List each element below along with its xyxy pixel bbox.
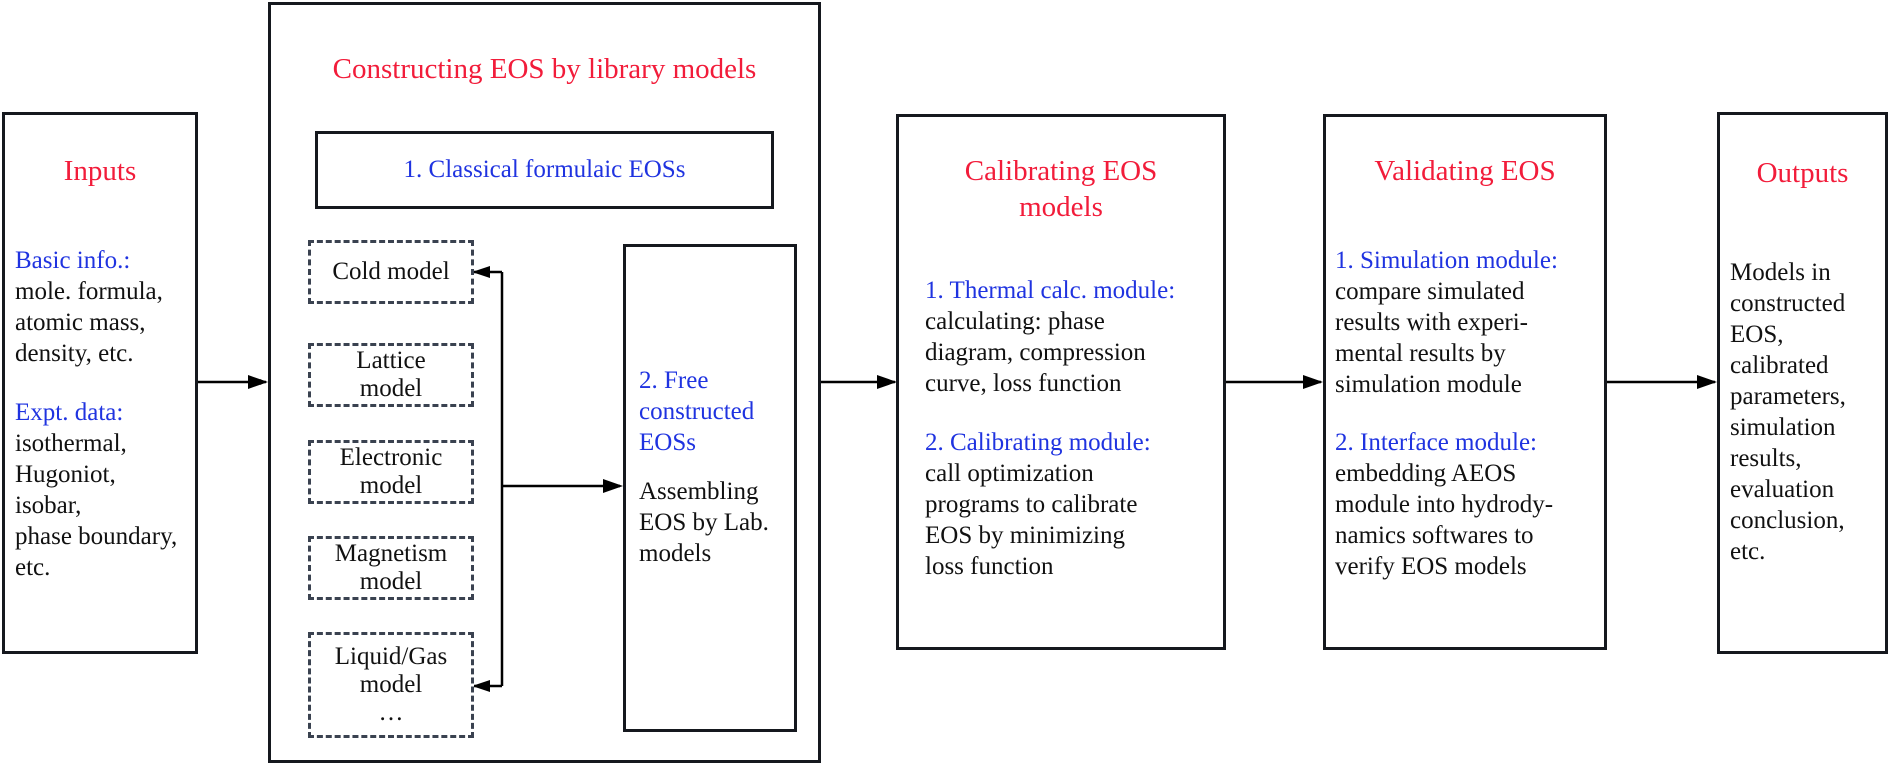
- model-label: model: [359, 671, 423, 698]
- thermal-module-heading: 1. Thermal calc. module:: [925, 277, 1176, 304]
- classical-eos-box: 1. Classical formulaic EOSs: [315, 131, 774, 209]
- outputs-box: Outputs Models in constructed EOS, calib…: [1717, 112, 1888, 654]
- inputs-title: Inputs: [63, 155, 137, 187]
- arrowhead-icon: [877, 375, 897, 389]
- arrowhead-icon: [472, 266, 490, 278]
- model-label: …: [378, 699, 404, 726]
- model-label: Magnetism: [334, 540, 448, 567]
- model-label: model: [359, 472, 423, 499]
- model-box-electronic: Electronic model: [308, 440, 474, 504]
- construct-box: Constructing EOS by library models: [268, 2, 821, 763]
- construct-title: Constructing EOS by library models: [332, 53, 757, 85]
- calibrate-box: Calibrating EOS models 1. Thermal calc. …: [896, 114, 1226, 650]
- validate-box: Validating EOS 1. Simulation module: com…: [1323, 114, 1607, 650]
- model-label: model: [359, 375, 423, 402]
- arrowhead-icon: [248, 375, 268, 389]
- inputs-box: Inputs Basic info.: mole. formula, atomi…: [2, 112, 198, 654]
- basic-info-heading: Basic info.:: [15, 247, 131, 274]
- classical-eos-label: 1. Classical formulaic EOSs: [403, 156, 686, 183]
- model-label: Cold model: [332, 258, 450, 285]
- expt-data-heading: Expt. data:: [15, 399, 124, 426]
- model-box-liquid-gas: Liquid/Gas model …: [308, 632, 474, 738]
- arrowhead-icon: [1697, 375, 1717, 389]
- validate-title: Validating EOS: [1374, 155, 1556, 187]
- calibrate-title: Calibrating EOS models: [964, 155, 1158, 223]
- outputs-body: Models in constructed EOS, calibrated pa…: [1730, 259, 1846, 565]
- model-box-magnetism: Magnetism model: [308, 536, 474, 600]
- free-eos-box: 2. Free constructed EOSs Assembling EOS …: [623, 244, 797, 732]
- simulation-module-body: compare simulated results with experi- m…: [1335, 278, 1529, 398]
- model-label: model: [359, 568, 423, 595]
- model-label: Liquid/Gas: [334, 643, 448, 670]
- free-eos-heading: 2. Free constructed EOSs: [639, 367, 755, 456]
- model-label: Electronic: [339, 444, 443, 471]
- calibrating-module-body: call optimization programs to calibrate …: [925, 460, 1138, 580]
- outputs-title: Outputs: [1756, 157, 1849, 189]
- arrowhead-icon: [603, 479, 623, 493]
- calibrating-module-heading: 2. Calibrating module:: [925, 429, 1151, 456]
- interface-module-heading: 2. Interface module:: [1335, 429, 1537, 456]
- basic-info-body: mole. formula, atomic mass, density, etc…: [15, 278, 163, 367]
- arrowhead-icon: [1303, 375, 1323, 389]
- model-box-lattice: Lattice model: [308, 343, 474, 407]
- free-eos-body: Assembling EOS by Lab. models: [639, 478, 769, 567]
- expt-data-body: isothermal, Hugoniot, isobar, phase boun…: [15, 430, 178, 581]
- model-box-cold: Cold model: [308, 240, 474, 304]
- interface-module-body: embedding AEOS module into hydrody- nami…: [1335, 460, 1554, 580]
- thermal-module-body: calculating: phase diagram, compression …: [925, 308, 1146, 397]
- arrowheads: [248, 266, 1717, 692]
- model-label: Lattice: [356, 347, 426, 374]
- arrowhead-icon: [472, 680, 490, 692]
- simulation-module-heading: 1. Simulation module:: [1335, 247, 1558, 274]
